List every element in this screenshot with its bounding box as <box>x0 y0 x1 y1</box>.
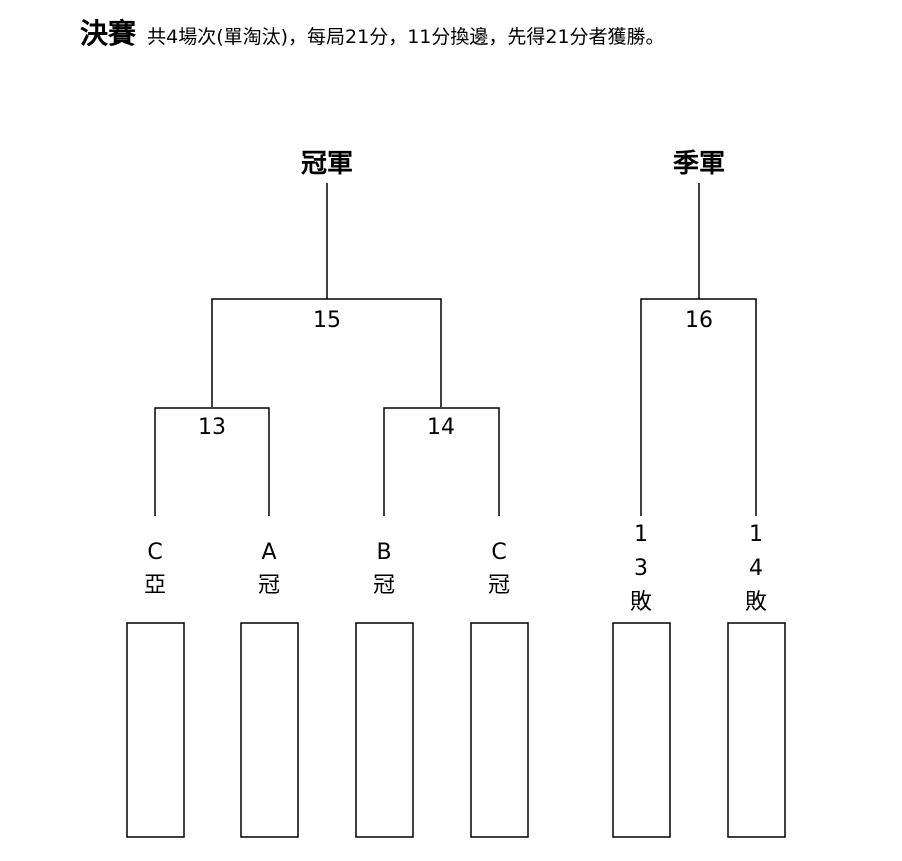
match-number-16: 16 <box>685 308 713 333</box>
slot-box <box>355 622 414 838</box>
slot-label: B <box>376 540 391 565</box>
slot-label: 亞 <box>144 573 166 598</box>
slot-box <box>612 622 671 838</box>
slot-label: 敗 <box>630 590 652 615</box>
slot-label: 冠 <box>488 573 510 598</box>
champion-label: 冠軍 <box>301 149 353 179</box>
slot-label: 冠 <box>258 573 280 598</box>
third-place-label: 季軍 <box>673 149 725 179</box>
semifinal-14-bracket-line <box>383 407 500 516</box>
slot-label: 4 <box>749 556 763 581</box>
slot-label: 敗 <box>745 590 767 615</box>
slot-box <box>470 622 529 838</box>
header: 決賽 共4場次(單淘汰)，每局21分，11分換邊，先得21分者獲勝。 <box>80 12 665 52</box>
slot-label: 1 <box>634 522 648 547</box>
match-number-14: 14 <box>427 415 455 440</box>
slot-box <box>727 622 786 838</box>
slot-label: C <box>147 540 162 565</box>
page-description: 共4場次(單淘汰)，每局21分，11分換邊，先得21分者獲勝。 <box>147 26 665 48</box>
match-number-15: 15 <box>313 308 341 333</box>
slot-label: 1 <box>749 522 763 547</box>
slot-label: A <box>261 540 276 565</box>
match-number-13: 13 <box>198 415 226 440</box>
slot-box <box>126 622 185 838</box>
slot-label: 3 <box>634 556 648 581</box>
page-title: 決賽 <box>80 17 137 50</box>
third-place-bracket-line <box>640 298 757 516</box>
semifinal-13-bracket-line <box>154 407 270 516</box>
slot-box <box>240 622 299 838</box>
final-bracket-line <box>211 298 442 407</box>
slot-label: C <box>491 540 506 565</box>
slot-label: 冠 <box>373 573 395 598</box>
